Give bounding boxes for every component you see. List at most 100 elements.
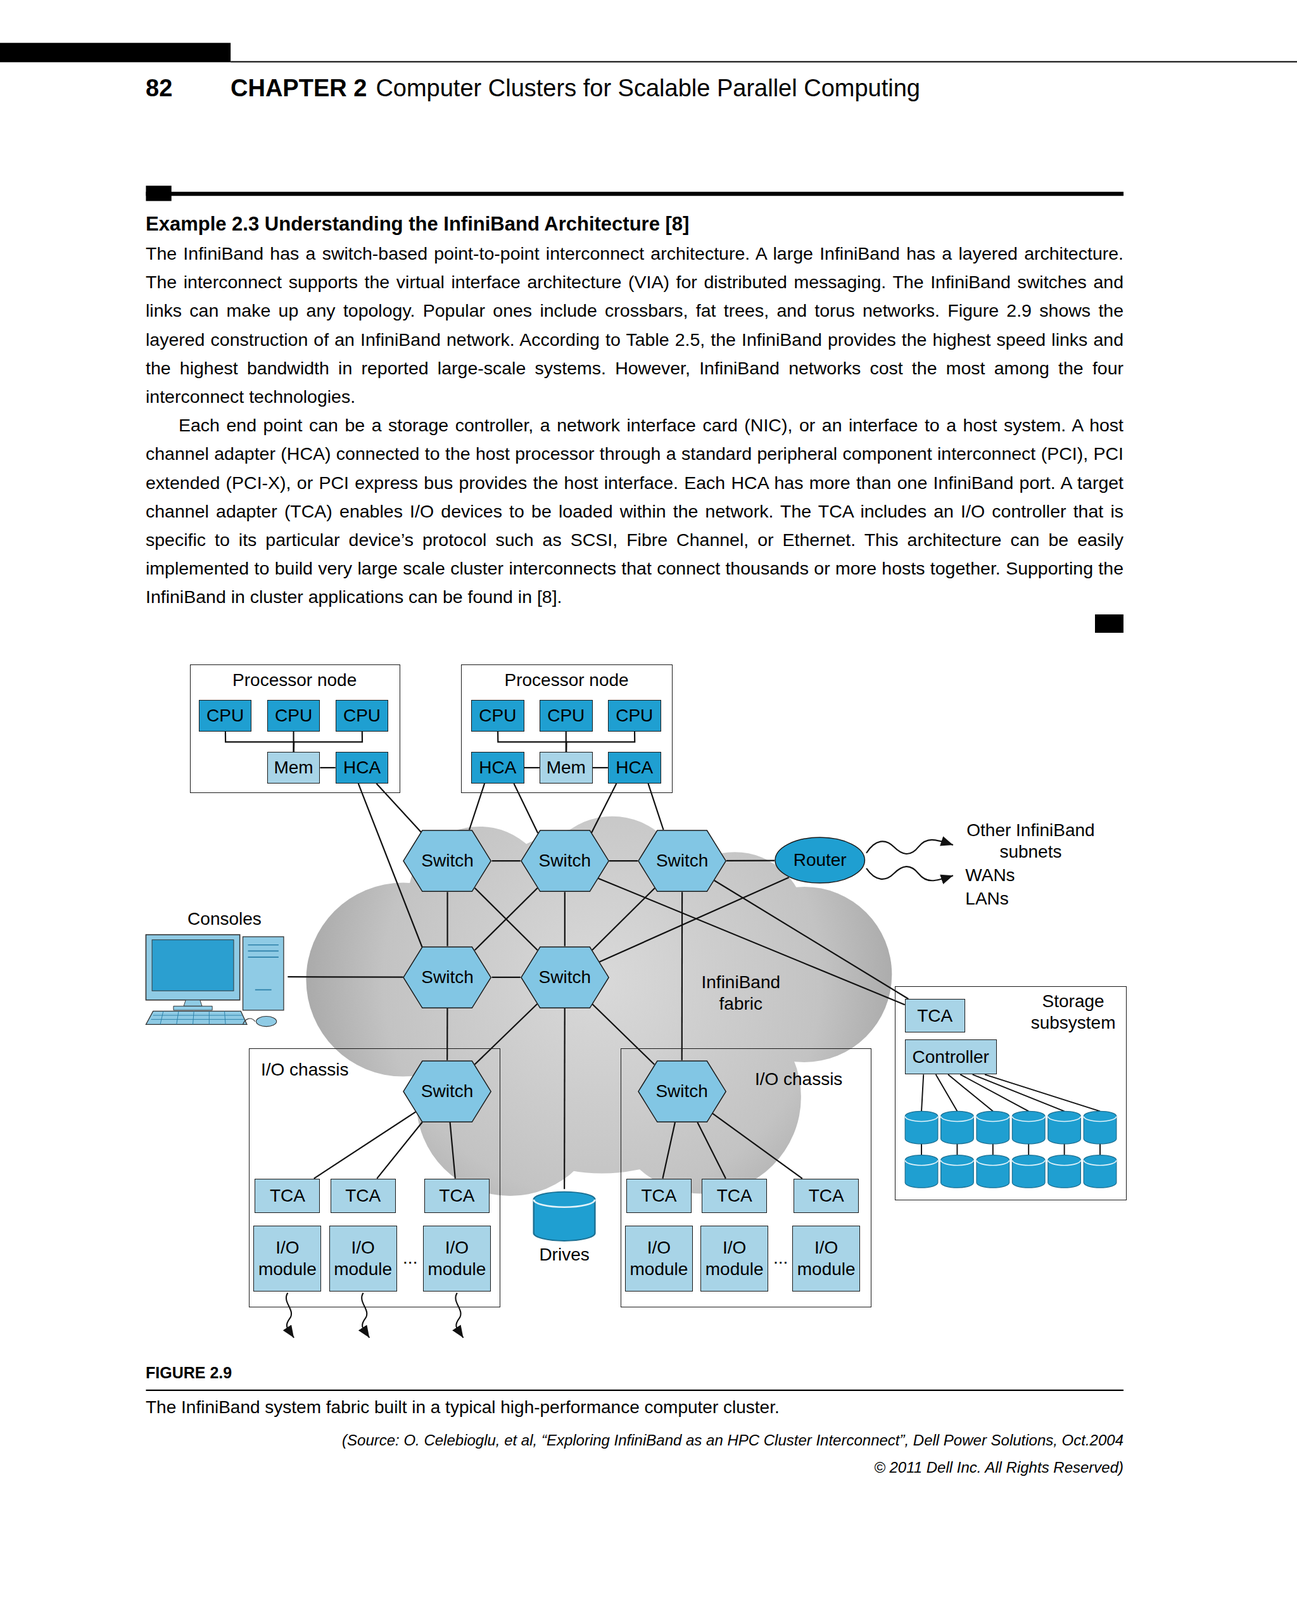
switch-hexagon: Switch	[402, 946, 492, 1009]
hexagon-shape	[638, 830, 726, 892]
io-module-box: I/O module	[700, 1225, 769, 1292]
node-label: TCA	[917, 1005, 953, 1027]
hca-box: HCA	[335, 751, 389, 784]
connector-line	[314, 1111, 417, 1178]
node-label: Switch	[421, 849, 474, 872]
drives-cylinder-shape	[533, 1191, 596, 1241]
body-paragraph: Each end point can be a storage controll…	[145, 411, 1124, 612]
node-label: TCA	[345, 1184, 381, 1207]
node-label: HCA	[478, 756, 517, 779]
connector-line	[474, 887, 538, 950]
keyboard	[145, 1010, 247, 1025]
figure-number: FIGURE 2.9	[145, 1362, 232, 1382]
wavy-arrow	[361, 1292, 370, 1338]
connector-line	[609, 860, 638, 862]
disk	[976, 1155, 1010, 1189]
disk	[976, 1110, 1010, 1144]
connector-line	[697, 1122, 726, 1179]
processor-node: Processor nodeCPUCPUCPUHCAMemHCA	[461, 664, 673, 793]
connector-line	[446, 1008, 448, 1061]
node-label: Storage subsystem	[1020, 990, 1127, 1034]
node-label: Mem	[546, 756, 586, 779]
switch-hexagon: Switch	[637, 1060, 727, 1123]
node-label: CPU	[343, 704, 381, 727]
connector-line	[513, 783, 538, 833]
wavy-arrow	[286, 1292, 294, 1338]
cpu-box: CPU	[335, 699, 389, 732]
body-paragraph: The InfiniBand has a switch-based point-…	[145, 239, 1124, 412]
processor-node: Processor nodeCPU CPU CPU Mem HCA	[189, 664, 401, 793]
disk	[941, 1155, 975, 1189]
node-label: CPU	[547, 704, 585, 727]
disk	[1083, 1155, 1117, 1189]
figure-rule	[145, 1389, 1124, 1391]
tca-box: TCA	[330, 1178, 396, 1214]
node-label: CPU	[274, 704, 313, 727]
connector-line	[319, 766, 336, 769]
node-label: TCA	[716, 1184, 753, 1207]
connector-line	[446, 891, 448, 946]
node-label: I/O module	[628, 1236, 690, 1280]
node-label: TCA	[640, 1184, 677, 1207]
hca-box: HCA	[471, 751, 525, 784]
connector-line	[591, 783, 617, 833]
node-label: CPU	[478, 704, 517, 727]
monitor-stand	[173, 999, 213, 1011]
node-label: HCA	[343, 756, 381, 779]
tca-box: TCA	[424, 1178, 490, 1214]
memory-box: Mem	[539, 751, 593, 784]
disk	[941, 1110, 975, 1144]
example-title: Example 2.3 Understanding the InfiniBand…	[145, 212, 1124, 237]
node-label: Drives	[518, 1243, 611, 1266]
io-module-box: I/O module	[329, 1225, 398, 1292]
keyboard-keys	[150, 1010, 244, 1025]
cpu-box: CPU	[539, 699, 593, 732]
hca-box: HCA	[607, 751, 662, 784]
network-label: WANs	[965, 864, 1027, 886]
switch-hexagon: Switch	[520, 946, 610, 1009]
io-module-box: I/O module	[253, 1225, 322, 1292]
end-marker-box	[1094, 614, 1124, 633]
label-holder: ...	[400, 1246, 421, 1269]
connector-line	[662, 1122, 675, 1179]
wavy-arrow	[866, 839, 954, 854]
wavy-arrow	[455, 1292, 463, 1338]
switch-hexagon: Switch	[520, 829, 610, 892]
node-label: HCA	[615, 756, 653, 779]
example-text: Example 2.3 Understanding the InfiniBand…	[145, 212, 1124, 634]
hexagon-shape	[521, 830, 609, 892]
memory-box: Mem	[267, 751, 321, 784]
tca-box: TCA	[793, 1178, 859, 1214]
connector-line	[712, 1113, 803, 1179]
connector-line	[474, 887, 538, 950]
node-label: Switch	[655, 1080, 708, 1102]
tca-box: TCA	[904, 998, 966, 1033]
switch-hexagon: Switch	[637, 829, 727, 892]
node-label: I/O module	[703, 1236, 766, 1280]
node-label: CPU	[206, 704, 244, 727]
connector-line	[564, 891, 566, 946]
node-label: I/O module	[426, 1236, 488, 1280]
connector-line	[287, 975, 403, 978]
io-chassis: I/O chassisSwitchTCATCATCAI/O moduleI/O …	[620, 1048, 872, 1308]
node-label: InfiniBand fabric	[689, 971, 792, 1015]
ellipsis: ...	[770, 1246, 791, 1269]
node-label: Controller	[912, 1046, 990, 1068]
node-label: Switch	[538, 966, 591, 988]
node-label: Processor node	[189, 669, 400, 691]
disk	[1012, 1110, 1045, 1144]
io-module-box: I/O module	[423, 1225, 491, 1292]
connector-line	[492, 976, 521, 978]
example-end	[145, 614, 1124, 634]
node-label: Switch	[421, 966, 474, 988]
connector-line	[524, 766, 540, 769]
cpu-box: CPU	[607, 699, 662, 732]
node-label: Consoles	[168, 908, 281, 930]
tca-box: TCA	[254, 1178, 320, 1214]
console-station: Consoles	[143, 906, 289, 1030]
node-label: I/O chassis	[260, 1058, 394, 1081]
node-label: Router	[793, 849, 847, 871]
router-ellipse: Router	[774, 836, 866, 884]
hexagon-shape	[521, 946, 609, 1008]
